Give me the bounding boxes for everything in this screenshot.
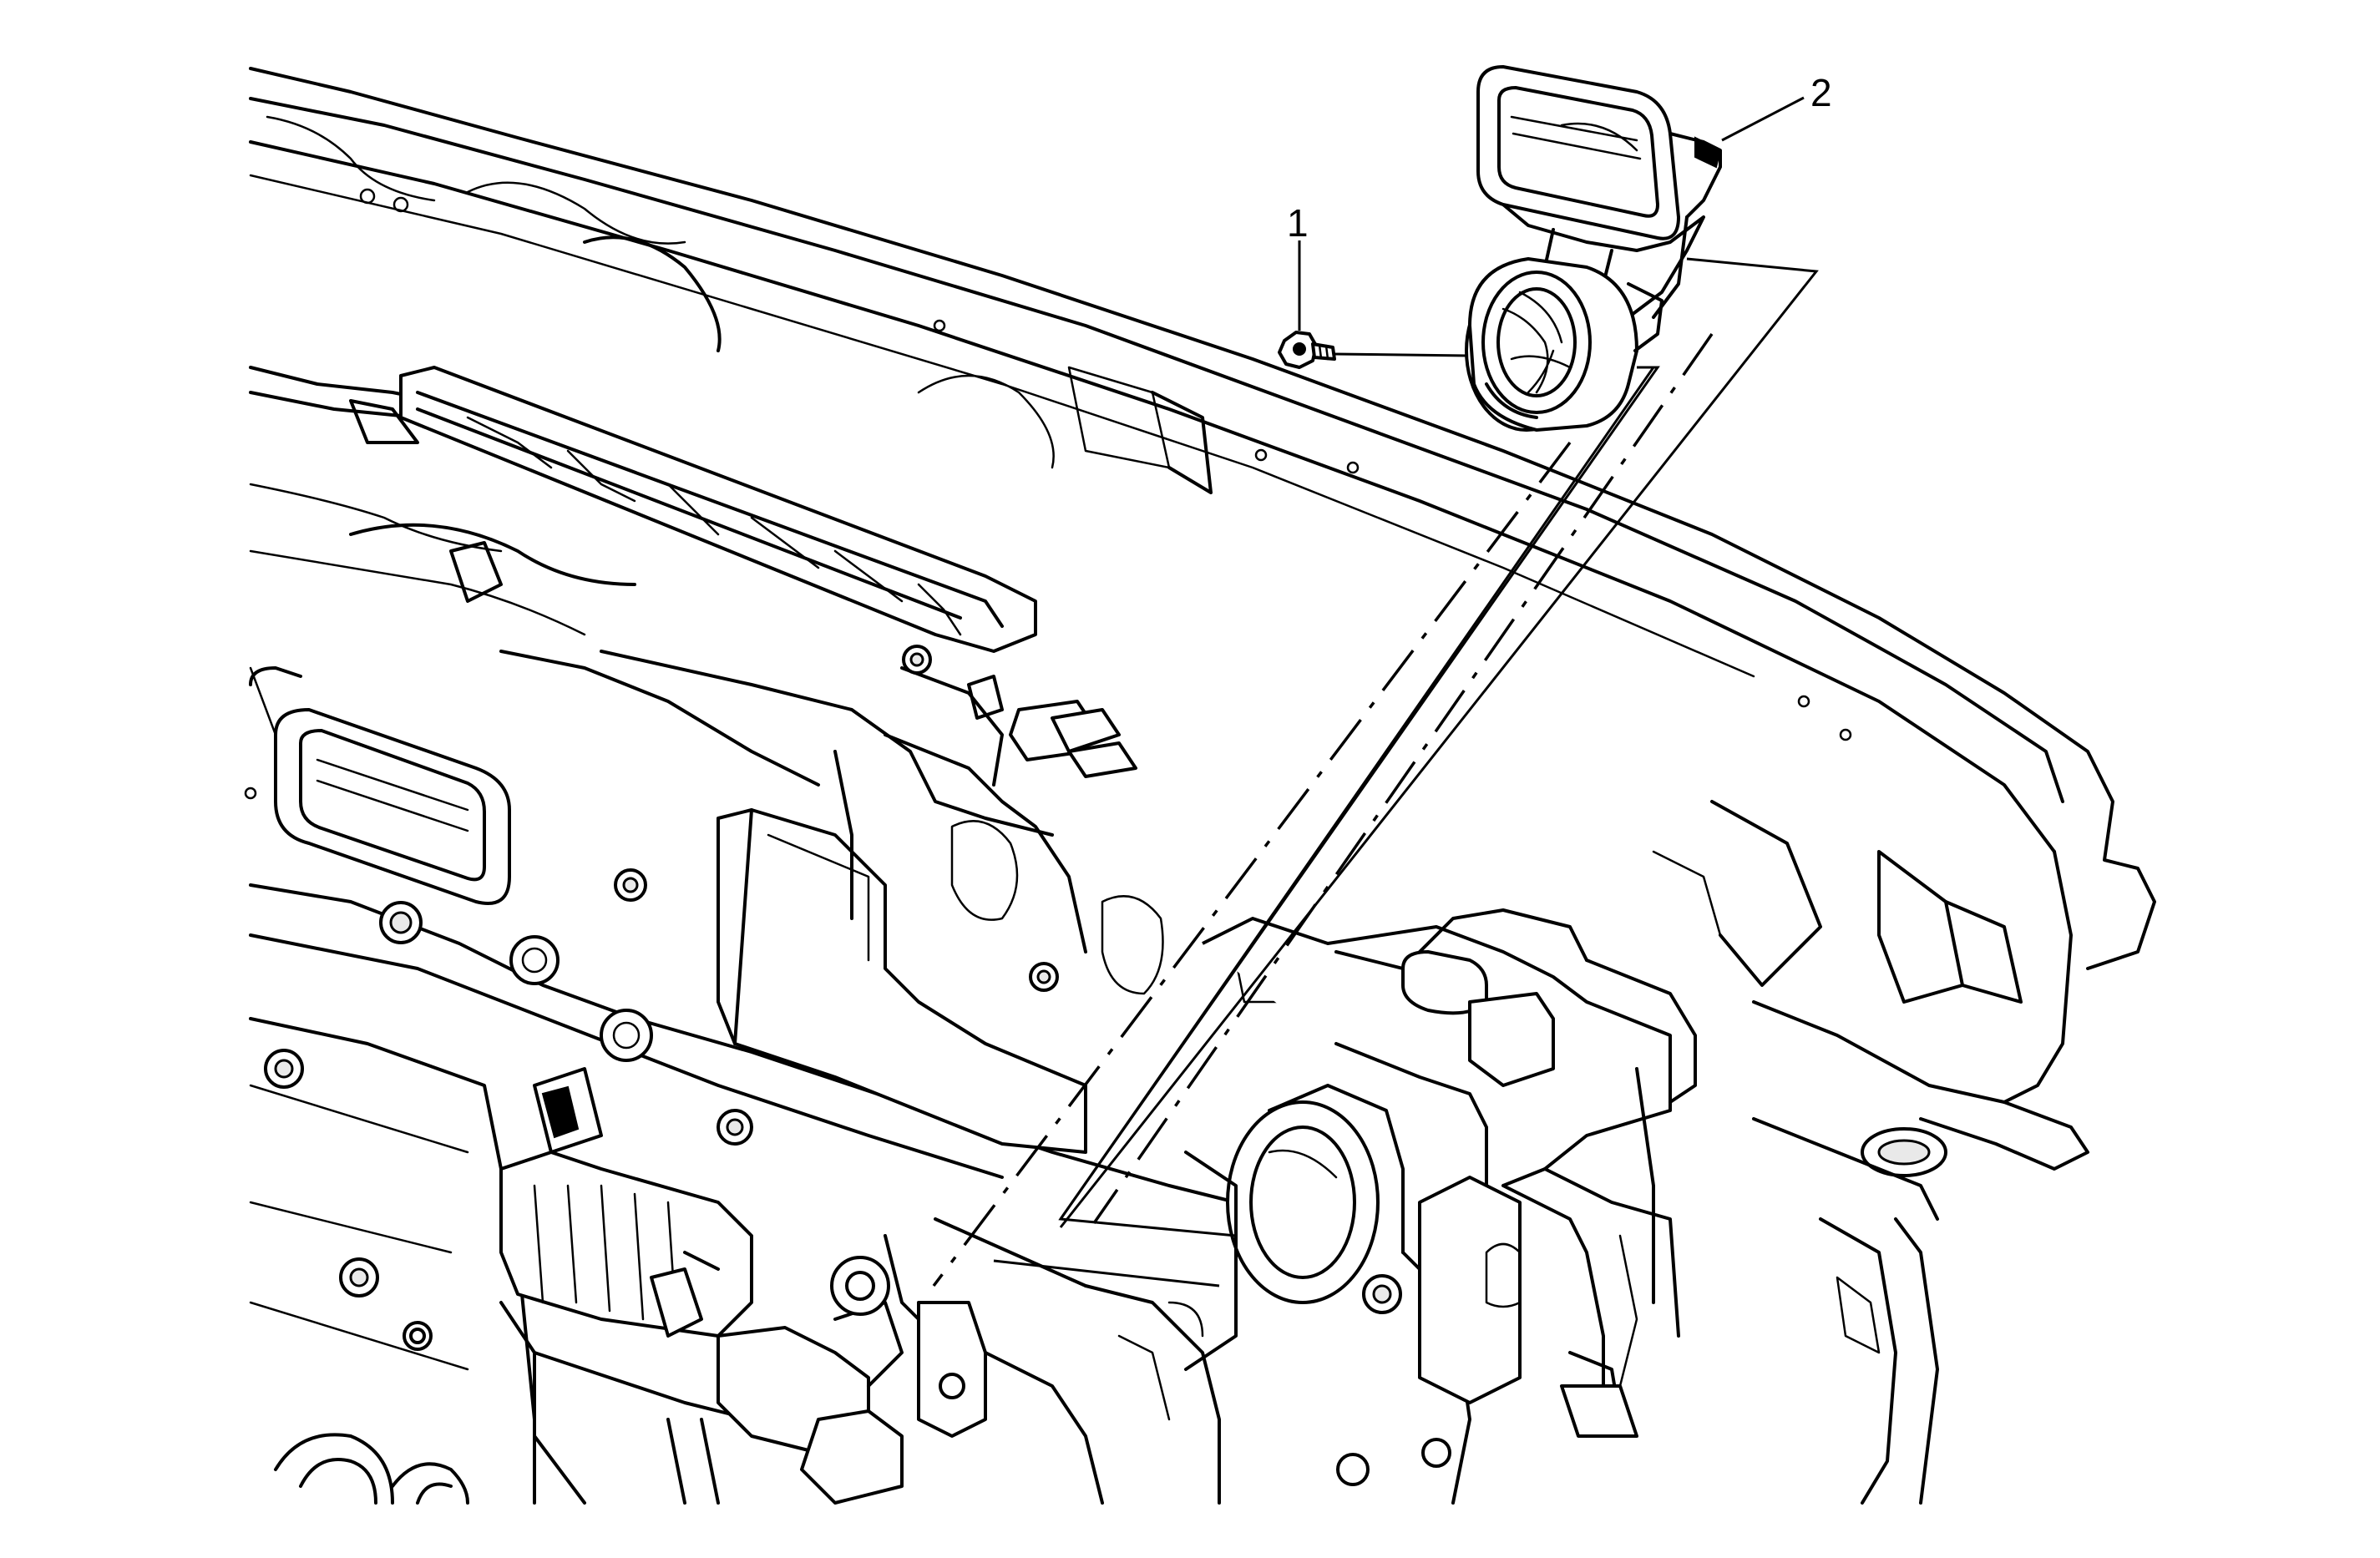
callout-label-1: 1 [1287, 201, 1309, 245]
air-duct-part [1465, 65, 1722, 432]
leader-lines [932, 96, 1819, 1287]
bolt-part [1278, 331, 1336, 369]
instrument-panel-frame [244, 67, 2156, 1505]
callout-label-2: 2 [1810, 71, 1832, 114]
panel-fasteners [264, 868, 1059, 1351]
callout-labels: 1 2 [1287, 71, 1832, 245]
